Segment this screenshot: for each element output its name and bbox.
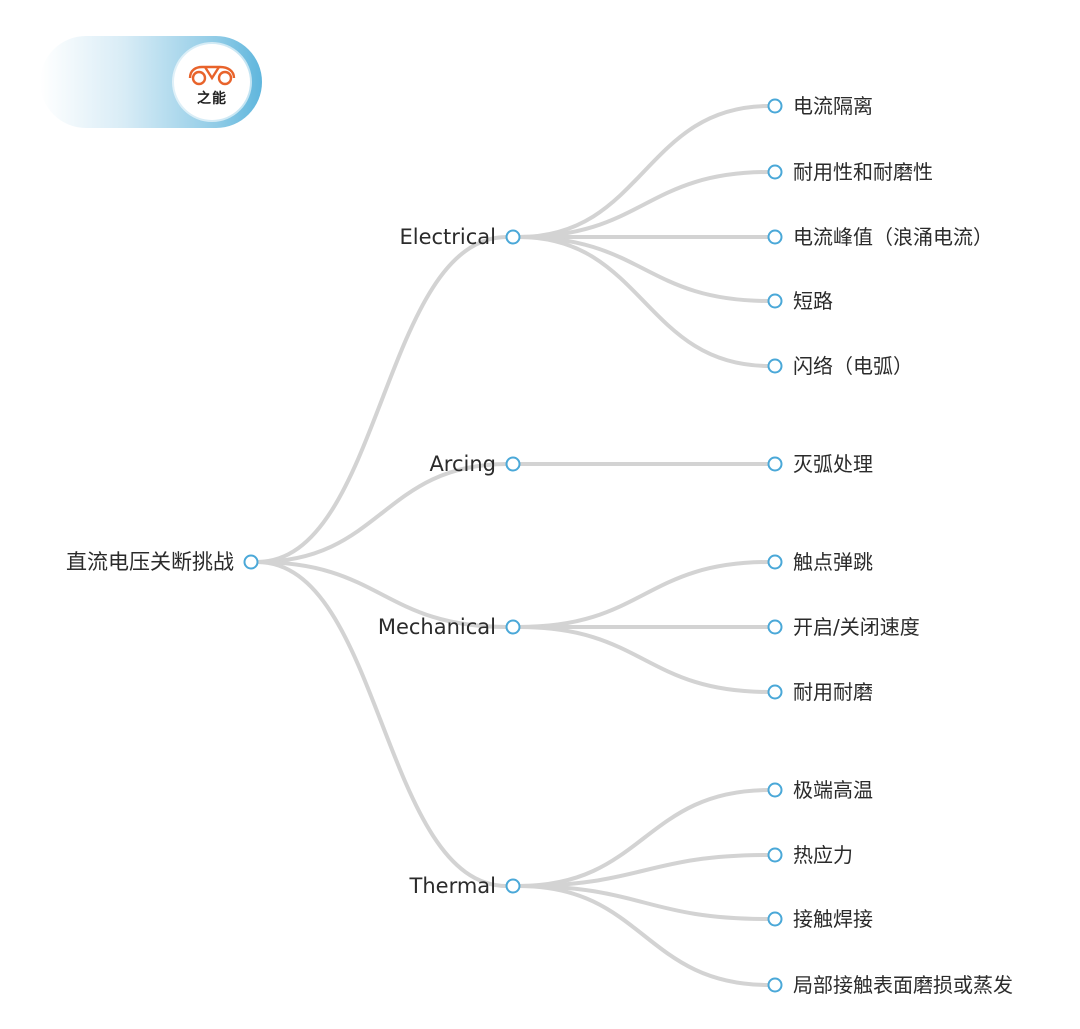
- leaf-node-label[interactable]: 电流峰值（浪涌电流）: [793, 225, 993, 249]
- leaf-node-label[interactable]: 闪络（电弧）: [793, 354, 913, 378]
- leaf-node-label[interactable]: 耐用性和耐磨性: [793, 160, 933, 184]
- link-branch-3-leaf-3: [517, 884, 771, 987]
- leaf-node-label[interactable]: 短路: [793, 289, 833, 313]
- leaf-node-dot[interactable]: [767, 456, 783, 472]
- link-branch-3-leaf-2: [517, 884, 771, 921]
- leaf-node-label[interactable]: 热应力: [793, 843, 853, 867]
- logo-badge: 之能: [174, 44, 250, 120]
- link-root-branch-0: [255, 235, 509, 564]
- leaf-node-label[interactable]: 局部接触表面磨损或蒸发: [793, 973, 1013, 997]
- leaf-node-dot[interactable]: [767, 164, 783, 180]
- branch-node-dot-2[interactable]: [505, 619, 521, 635]
- leaf-node-label[interactable]: 触点弹跳: [793, 550, 873, 574]
- branch-node-dot-1[interactable]: [505, 456, 521, 472]
- branch-node-dot-0[interactable]: [505, 229, 521, 245]
- leaf-node-dot[interactable]: [767, 293, 783, 309]
- leaf-node-dot[interactable]: [767, 229, 783, 245]
- link-branch-3-leaf-1: [517, 853, 771, 888]
- leaf-node-dot[interactable]: [767, 684, 783, 700]
- branch-node-label[interactable]: Mechanical: [378, 615, 496, 639]
- leaf-node-label[interactable]: 开启/关闭速度: [793, 615, 920, 639]
- link-branch-0-leaf-4: [517, 235, 771, 368]
- link-branch-0-leaf-3: [517, 235, 771, 303]
- leaf-node-dot[interactable]: [767, 619, 783, 635]
- link-root-branch-1: [255, 462, 509, 564]
- root-node-dot[interactable]: [243, 554, 259, 570]
- link-branch-0-leaf-1: [517, 170, 771, 239]
- leaf-node-dot[interactable]: [767, 782, 783, 798]
- leaf-node-dot[interactable]: [767, 977, 783, 993]
- leaf-node-dot[interactable]: [767, 911, 783, 927]
- leaf-node-dot[interactable]: [767, 554, 783, 570]
- leaf-node-label[interactable]: 灭弧处理: [793, 452, 873, 476]
- leaf-node-label[interactable]: 极端高温: [793, 778, 873, 802]
- root-node-label[interactable]: 直流电压关断挑战: [66, 550, 234, 574]
- leaf-node-dot[interactable]: [767, 358, 783, 374]
- branch-node-dot-3[interactable]: [505, 878, 521, 894]
- link-root-branch-2: [255, 560, 509, 629]
- car-icon: [188, 65, 236, 86]
- link-branch-0-leaf-0: [517, 104, 771, 239]
- leaf-node-dot[interactable]: [767, 847, 783, 863]
- leaf-node-dot[interactable]: [767, 98, 783, 114]
- link-root-branch-3: [255, 560, 509, 888]
- leaf-node-label[interactable]: 电流隔离: [793, 94, 873, 118]
- link-branch-2-leaf-0: [517, 560, 771, 629]
- logo-text: 之能: [197, 91, 227, 107]
- mindmap-links: [255, 104, 771, 987]
- branch-node-label[interactable]: Arcing: [429, 452, 496, 476]
- link-branch-2-leaf-2: [517, 625, 771, 694]
- leaf-node-label[interactable]: 接触焊接: [793, 907, 873, 931]
- branch-node-label[interactable]: Thermal: [409, 874, 496, 898]
- leaf-node-label[interactable]: 耐用耐磨: [793, 680, 873, 704]
- branch-node-label[interactable]: Electrical: [399, 225, 496, 249]
- link-branch-3-leaf-0: [517, 788, 771, 888]
